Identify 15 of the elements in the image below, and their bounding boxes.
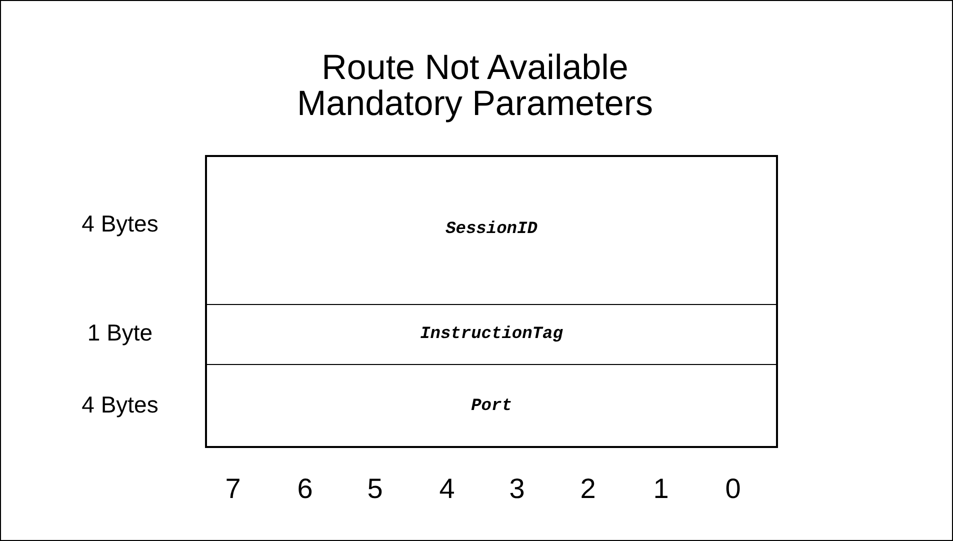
bit-number: 1	[653, 473, 669, 505]
bit-number: 7	[225, 473, 241, 505]
bit-number: 6	[297, 473, 313, 505]
bit-number: 5	[367, 473, 383, 505]
size-label: 4 Bytes	[82, 210, 158, 238]
size-label: 4 Bytes	[82, 392, 158, 418]
field-name: SessionID	[446, 220, 538, 239]
title: Route Not Available Mandatory Parameters	[296, 50, 654, 122]
bit-number: 4	[439, 473, 455, 505]
size-label: 1 Byte	[87, 320, 153, 346]
bit-number: 0	[725, 473, 741, 505]
bit-number: 3	[509, 473, 525, 505]
field-name: InstructionTag	[420, 325, 563, 344]
field-name: Port	[471, 397, 512, 416]
bit-number: 2	[580, 473, 596, 505]
